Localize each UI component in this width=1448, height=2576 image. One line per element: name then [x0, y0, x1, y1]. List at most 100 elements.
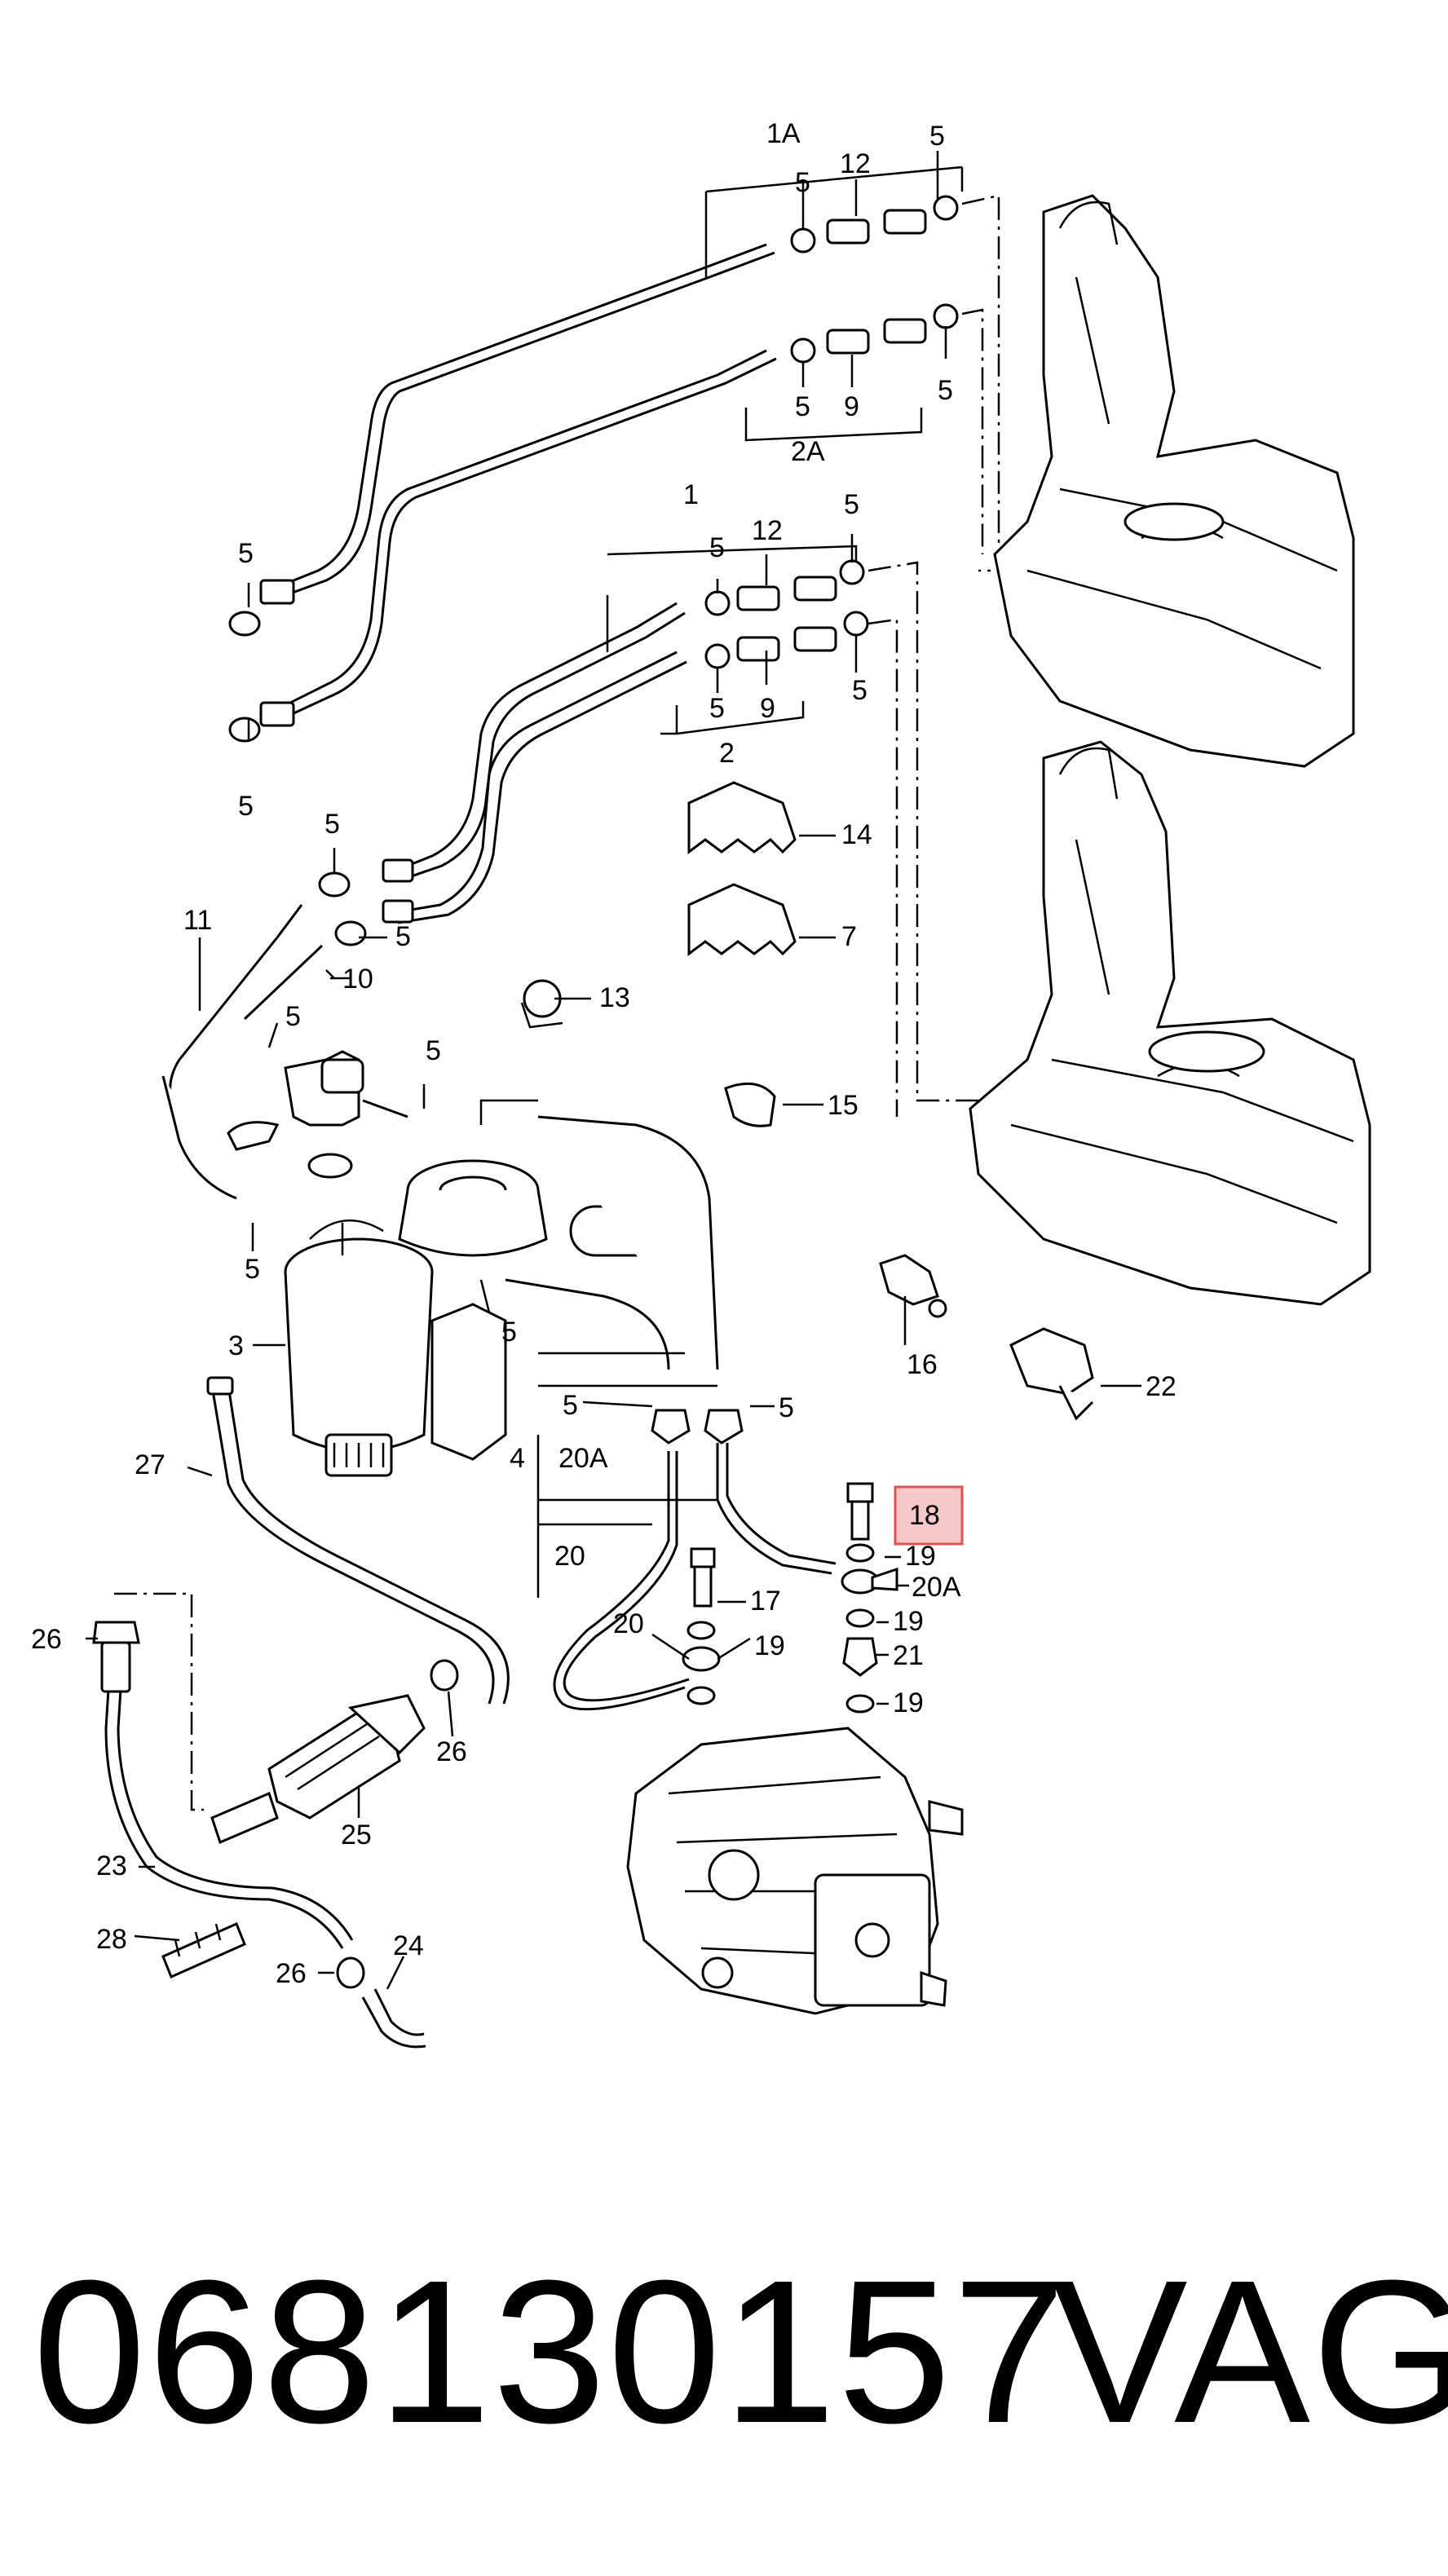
pipe-group-4	[536, 1352, 837, 1711]
fuel-filter-3	[284, 1219, 507, 1477]
injection-pump	[626, 1727, 964, 2015]
connector-28	[161, 1921, 246, 1979]
label-19: 19	[754, 1630, 785, 1661]
fuel-system-exploded-diagram: 1A 5 12 5 5 9 5 2A 5 1 5 12 5 5 9 5 2 5 …	[31, 118, 1371, 2049]
label-5: 5	[709, 532, 725, 563]
label-10: 10	[342, 964, 373, 995]
label-5: 5	[395, 921, 411, 952]
hose-23	[92, 1621, 354, 1949]
label-5: 5	[795, 167, 810, 198]
label-5: 5	[245, 1254, 260, 1285]
fitting-21	[842, 1608, 878, 1714]
label-5: 5	[795, 391, 810, 422]
label-20: 20	[554, 1541, 585, 1572]
middle-fuel-line-group	[318, 545, 987, 1117]
clip-7	[687, 883, 797, 956]
label-26: 26	[436, 1736, 467, 1767]
dashline-2A	[961, 308, 984, 554]
leader-lines	[86, 151, 1141, 1990]
valve-assembly	[227, 1050, 408, 1179]
parts-row-1A	[790, 195, 959, 254]
label-18: 18	[909, 1500, 940, 1531]
label-20A: 20A	[912, 1572, 961, 1603]
washer-19-top	[845, 1543, 875, 1563]
hose-10	[243, 944, 324, 1021]
label-4: 4	[510, 1443, 525, 1474]
bracket-hoses	[479, 1099, 538, 1125]
label-7: 7	[841, 921, 857, 952]
label-12: 12	[752, 515, 783, 546]
dashline-2	[867, 618, 898, 1117]
dashline-1	[867, 561, 987, 1102]
label-5: 5	[238, 791, 254, 822]
label-5: 5	[852, 675, 867, 706]
label-15: 15	[828, 1090, 859, 1121]
part-number: 068130157	[33, 2238, 1068, 2465]
label-9: 9	[760, 693, 775, 724]
label-22: 22	[1146, 1371, 1176, 1402]
label-1A: 1A	[766, 118, 801, 149]
banjo-20A	[841, 1567, 898, 1595]
clip-14	[687, 781, 797, 854]
coupling-mid-lower	[334, 899, 414, 946]
valve-22	[1009, 1327, 1094, 1421]
label-5: 5	[929, 121, 945, 152]
label-23: 23	[96, 1850, 127, 1881]
callout-labels: 1A 5 12 5 5 9 5 2A 5 1 5 12 5 5 9 5 2 5 …	[31, 118, 1176, 1989]
coupling-mid-upper	[318, 858, 414, 898]
hose-return-loop	[505, 1115, 719, 1370]
label-5: 5	[938, 375, 953, 406]
fuel-tank-upper	[993, 194, 1355, 768]
label-5: 5	[324, 809, 340, 840]
label-21: 21	[893, 1640, 924, 1671]
label-19: 19	[893, 1606, 924, 1637]
label-9: 9	[844, 391, 859, 422]
label-20A: 20A	[558, 1443, 608, 1474]
hose-11	[161, 904, 303, 1200]
label-26: 26	[276, 1958, 307, 1989]
dashline-1A	[961, 194, 1000, 572]
rubber-cup	[398, 1159, 548, 1257]
upper-fuel-line-group	[228, 165, 1000, 743]
label-16: 16	[907, 1349, 938, 1380]
label-19: 19	[905, 1541, 936, 1572]
label-5: 5	[779, 1392, 794, 1423]
label-5: 5	[563, 1390, 578, 1421]
label-26: 26	[31, 1624, 62, 1655]
clip-16	[879, 1254, 947, 1318]
label-19: 19	[893, 1687, 924, 1718]
fuel-tank-lower	[969, 740, 1371, 1306]
label-12: 12	[840, 148, 871, 179]
label-24: 24	[393, 1930, 424, 1961]
label-27: 27	[135, 1449, 166, 1480]
coupling-left-lower	[228, 701, 295, 743]
pump-25	[210, 1694, 426, 1845]
banjo-bolt-18	[846, 1482, 874, 1541]
label-17: 17	[750, 1586, 781, 1617]
label-2A: 2A	[791, 436, 825, 467]
clamp-26-right	[430, 1659, 459, 1692]
label-5: 5	[426, 1035, 441, 1066]
parts-row-1	[704, 559, 865, 616]
brand-name: VAG	[1052, 2238, 1448, 2465]
label-11: 11	[183, 905, 212, 936]
clamp-13	[520, 979, 563, 1029]
hose-27	[206, 1376, 510, 1705]
bracket-2	[660, 701, 805, 735]
hose-24	[361, 1988, 426, 2049]
bracket-1A	[704, 165, 964, 277]
label-3: 3	[228, 1330, 244, 1361]
label-5: 5	[844, 489, 859, 520]
label-20: 20	[613, 1608, 644, 1639]
label-1: 1	[683, 479, 699, 510]
clamp-26-bottom	[336, 1956, 365, 1989]
clamp-15	[724, 1082, 776, 1127]
label-5: 5	[285, 1001, 301, 1032]
highlight-box	[894, 1485, 964, 1546]
label-28: 28	[96, 1924, 127, 1955]
label-5: 5	[501, 1317, 517, 1348]
label-5: 5	[709, 693, 725, 724]
label-5: 5	[238, 538, 254, 569]
label-2: 2	[719, 738, 735, 769]
parts-row-2	[704, 611, 869, 669]
